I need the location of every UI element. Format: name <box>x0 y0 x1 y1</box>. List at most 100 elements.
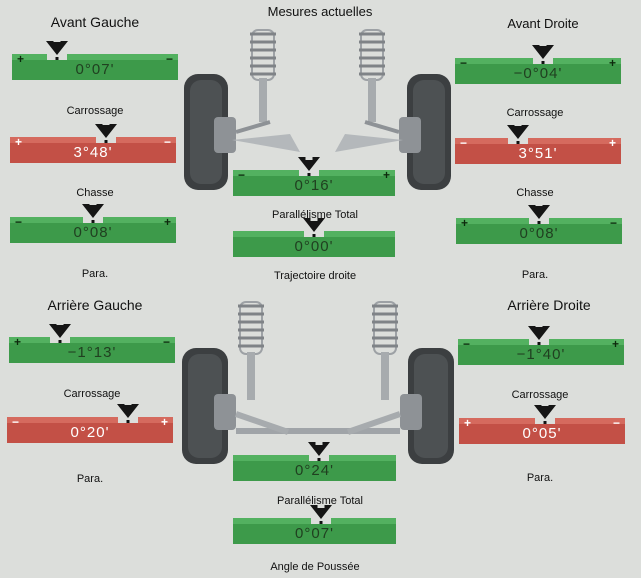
down-arrow-icon <box>507 125 529 139</box>
gauge-scale-strip <box>9 337 175 343</box>
gauge-value-bar <box>455 144 621 164</box>
gauge-value: 0°07' <box>75 61 115 78</box>
gauge-right-sign: + <box>160 415 168 429</box>
down-arrow-icon <box>303 218 325 232</box>
gauge-scale-strip <box>233 170 395 176</box>
gauge-center-tick <box>55 57 59 60</box>
gauge-scale-strip <box>12 54 178 60</box>
label-straight-ahead: Trajectoire droite <box>273 270 357 282</box>
gauge-value: −0°04' <box>513 65 563 82</box>
gauge-front-right-toe: +−0°08' <box>456 205 622 244</box>
gauge-scale-strip <box>233 518 396 524</box>
gauge-value-bar <box>456 224 622 244</box>
gauge-thrust-angle: 0°07' <box>233 505 396 544</box>
label-front-right-toe: Para. <box>521 269 549 281</box>
gauge-center-tick <box>543 421 547 424</box>
front-suspension-icon <box>184 29 451 190</box>
gauge-scale-strip <box>455 138 621 144</box>
gauge-scale-strip <box>233 231 395 237</box>
gauge-center-tick <box>516 141 520 144</box>
section-title-rear-left: Arrière Gauche <box>47 297 143 313</box>
gauge-graphic <box>456 205 622 244</box>
gauge-scale-strip <box>233 455 396 461</box>
gauge-center-tick <box>319 521 323 524</box>
gauge-value: 0°24' <box>295 462 334 479</box>
gauge-value-bar <box>233 176 395 196</box>
label-rear-left-camber: Carrossage <box>63 388 121 400</box>
section-title-front-left: Avant Gauche <box>50 14 140 30</box>
gauge-left-sign: + <box>15 135 23 149</box>
label-thrust-angle: Angle de Poussée <box>270 561 360 573</box>
down-arrow-icon <box>298 157 320 171</box>
gauge-value: 0°08' <box>519 225 559 242</box>
gauge-right-sign: + <box>611 337 619 351</box>
gauge-value: 0°07' <box>295 525 334 542</box>
gauge-graphic <box>455 45 621 84</box>
gauge-left-sign: + <box>14 335 22 349</box>
label-front-right-caster: Chasse <box>516 187 554 199</box>
label-front-left-toe: Para. <box>81 268 109 280</box>
gauge-value-bar <box>7 423 173 443</box>
label-rear-total-toe: Parallélisme Total <box>276 495 363 507</box>
gauge-center-tick <box>58 340 62 343</box>
gauge-value-bar <box>233 237 395 257</box>
gauge-right-sign: − <box>162 335 170 349</box>
down-arrow-icon <box>49 324 71 338</box>
down-arrow-icon <box>117 404 139 418</box>
gauge-rear-right-toe: + − 0°05' <box>459 405 625 444</box>
gauge-straight-ahead: 0°00' <box>233 218 395 257</box>
gauge-front-left-caster: + − 3°48' <box>10 124 176 163</box>
gauge-value: 0°08' <box>73 224 113 241</box>
gauge-left-sign: + <box>17 52 25 66</box>
gauge-left-sign: − <box>12 415 20 429</box>
gauge-graphic <box>455 125 621 164</box>
gauge-center-tick <box>126 420 130 423</box>
gauge-value: 0°00' <box>294 238 334 255</box>
label-rear-right-camber: Carrossage <box>511 389 569 401</box>
gauge-front-total-toe: −+0°16' <box>233 157 395 196</box>
down-arrow-icon <box>528 205 550 219</box>
gauge-value: 3°48' <box>73 144 113 161</box>
gauge-center-tick <box>312 234 316 237</box>
gauge-value: −1°13' <box>67 344 117 361</box>
down-arrow-icon <box>534 405 556 419</box>
gauge-front-right-camber: −+−0°04' <box>455 45 621 84</box>
label-front-left-caster: Chasse <box>76 187 114 199</box>
gauge-scale-strip <box>456 218 622 224</box>
gauge-center-tick <box>537 221 541 224</box>
gauge-center-tick <box>541 61 545 64</box>
gauge-right-sign: − <box>609 216 617 230</box>
gauge-graphic <box>233 218 395 257</box>
gauge-right-sign: − <box>163 135 171 149</box>
gauge-value-bar <box>458 345 624 365</box>
gauge-graphic <box>9 324 175 363</box>
gauge-graphic <box>233 505 396 544</box>
gauge-graphic <box>10 204 176 243</box>
label-front-right-camber: Carrossage <box>506 107 564 119</box>
gauge-value-bar <box>9 343 175 363</box>
gauge-rear-left-camber: + − −1°13' <box>9 324 175 363</box>
gauge-left-sign: + <box>464 416 472 430</box>
gauge-graphic <box>10 124 176 163</box>
gauge-graphic <box>459 405 625 444</box>
down-arrow-icon <box>532 45 554 59</box>
section-title-front-right: Avant Droite <box>507 16 579 31</box>
gauge-front-right-caster: −+3°51' <box>455 125 621 164</box>
gauge-scale-strip <box>10 217 176 223</box>
gauge-left-sign: − <box>238 168 246 182</box>
gauge-value: 0°05' <box>522 425 562 442</box>
gauge-graphic <box>233 442 396 481</box>
gauge-left-sign: − <box>463 337 471 351</box>
gauge-graphic <box>7 404 173 443</box>
down-arrow-icon <box>310 505 332 519</box>
gauge-right-sign: − <box>612 416 620 430</box>
gauge-front-left-camber: +−0°07' <box>12 41 178 80</box>
label-front-total-toe: Parallélisme Total <box>271 209 358 221</box>
gauge-right-sign: + <box>608 136 616 150</box>
gauge-scale-strip <box>459 418 625 424</box>
gauge-center-tick <box>104 140 108 143</box>
gauge-value-bar <box>10 223 176 243</box>
gauge-left-sign: − <box>460 136 468 150</box>
gauge-right-sign: + <box>382 168 390 182</box>
